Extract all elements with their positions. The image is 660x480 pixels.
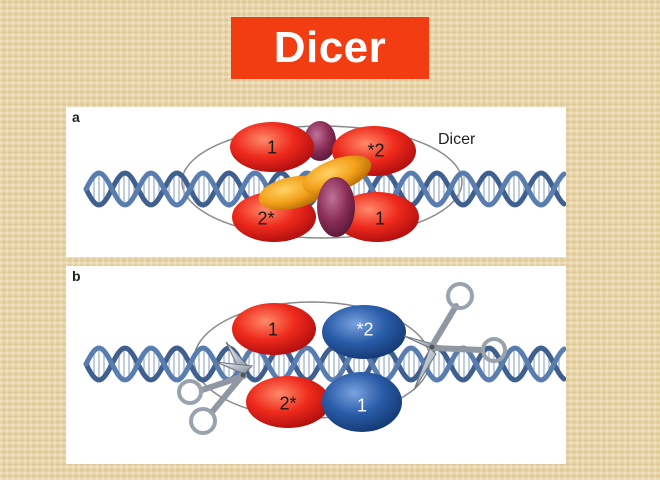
panel-b: b 1 *2 2* 1 [66,266,566,464]
subunit-label-2-top: *2 [367,140,385,161]
subunit-label-2-top: *2 [356,319,374,340]
subunit-label-1-bottom: 1 [374,208,386,229]
rnase-domain-2-top [322,305,406,359]
dicer-protein-label: Dicer [438,131,476,148]
scissors-icon-left [177,341,254,435]
rnase-domain-1-top [230,122,314,172]
dna-helix [83,345,566,383]
scissors-icon-right [403,282,507,391]
subunit-label-2-bottom: 2* [257,208,275,229]
subunit-label-1-top: 1 [266,137,278,158]
helicase-domain-bottom [317,177,355,237]
rnase-domain-2-bottom [246,376,330,428]
panel-a-diagram [83,121,566,242]
slide-title: Dicer [273,23,387,72]
panel-b-diagram [83,282,566,435]
panel-a: a Dicer 1 *2 2* 1 [66,107,566,257]
subunit-label-1-bottom: 1 [356,395,368,416]
rnase-domain-1-bottom [335,192,419,242]
paz-domain-right [302,155,372,195]
dna-strand [83,345,566,383]
panel-a-label: a [72,109,80,125]
subunit-label-1-top: 1 [267,319,279,340]
rnase-domain-1-bottom [322,372,402,432]
rnase-domain-1-top [232,303,316,355]
subunit-label-2-bottom: 2* [279,393,297,414]
slide-title-box: Dicer [231,17,429,79]
panel-b-label: b [72,268,81,284]
